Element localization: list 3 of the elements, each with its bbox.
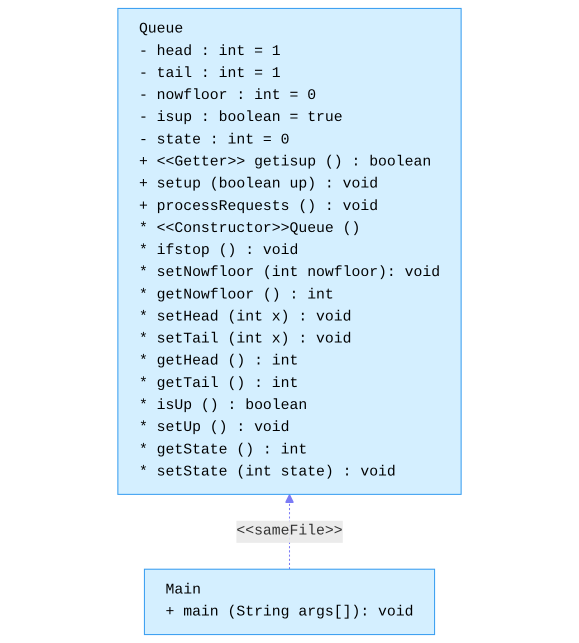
node-box: Main + main (String args[]): void bbox=[144, 568, 436, 636]
edge-label: <<sameFile>> bbox=[236, 522, 343, 540]
node-box: Queue - head : int = 1 - tail : int = 1 - nowfloor : int = 0 - isup : boolean = true - state : int = 0 + <<Getter>> getisup () : boolean + setup (boolean up) : void + processRequests () : void * <<Constructor>>Queue () * ifstop () : void * setNowfloor (int nowfloor): void * getNowfloor () : int * setHead (int x) : void * setTail (int x) : void * getHead () : int * getTail () : int * isUp () : boolean * setUp () : void * getState () : int * setState (int state) : void bbox=[117, 8, 462, 495]
